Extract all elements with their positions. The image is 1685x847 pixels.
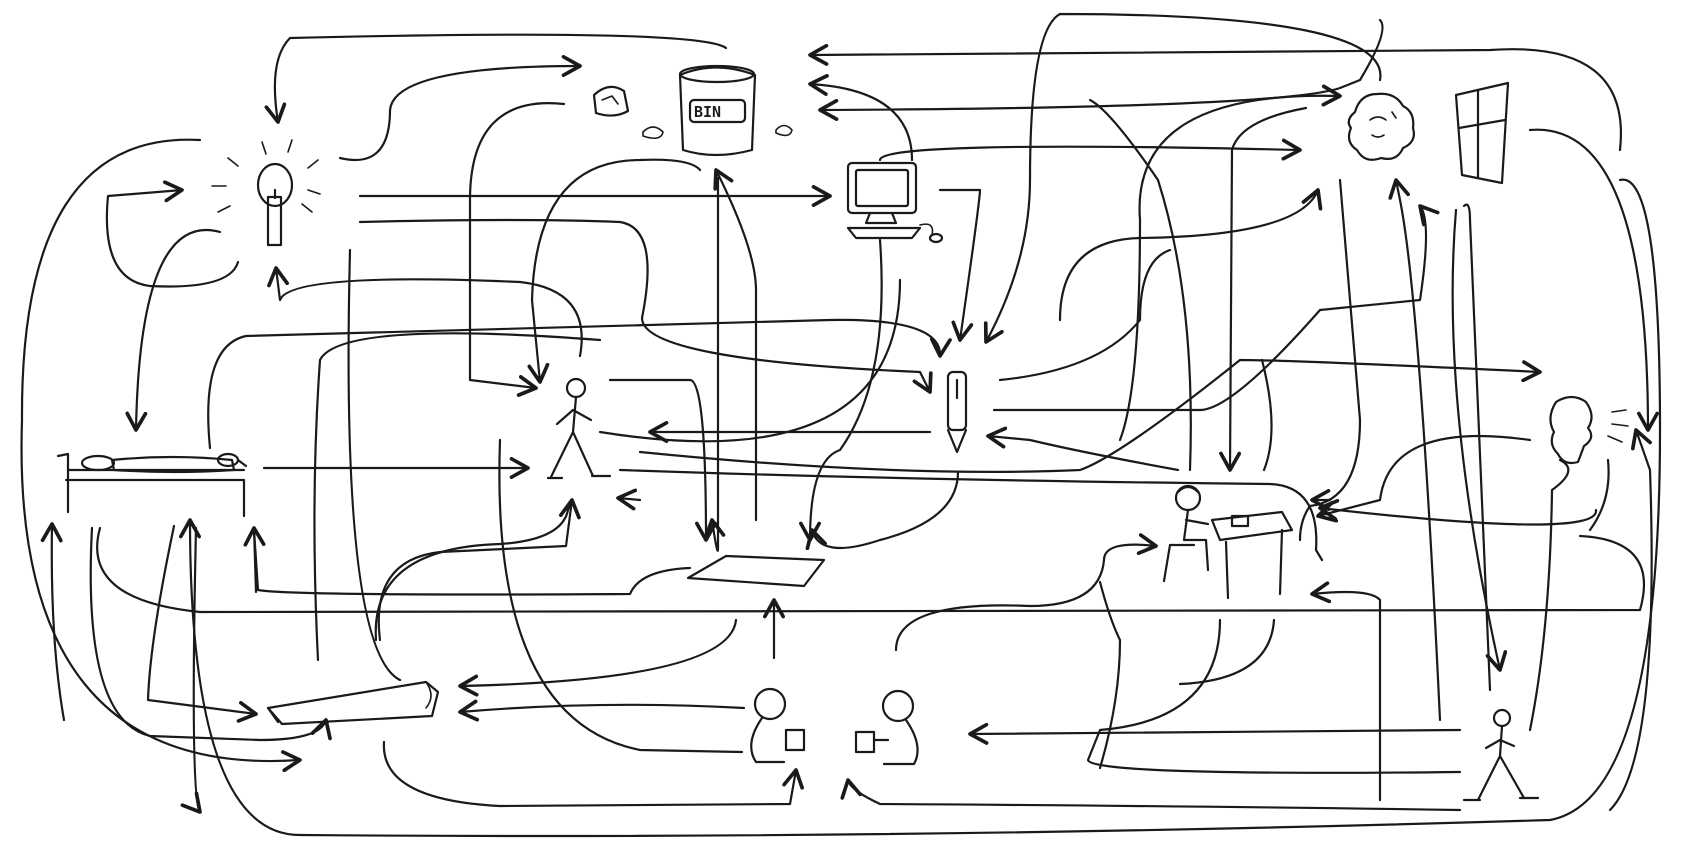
pen-icon [946,370,968,454]
window-icon [1454,81,1510,185]
recycle-item-icon [592,85,630,117]
candle-icon [211,139,321,247]
two-people-talking-icon [750,687,919,766]
bin-icon: BIN [642,64,793,157]
person-at-desk-icon [1162,484,1294,600]
bin-label: BIN [694,103,721,121]
thinking-head-icon [1347,92,1415,161]
book-icon [266,680,440,726]
walking-person-icon [1462,708,1540,802]
computer-icon [846,161,944,244]
bed-icon [56,452,248,518]
arrow-connections [20,12,1662,838]
walking-person-icon [546,377,612,480]
paper-sheet-icon [686,554,826,588]
shouting-head-icon [1549,395,1629,465]
